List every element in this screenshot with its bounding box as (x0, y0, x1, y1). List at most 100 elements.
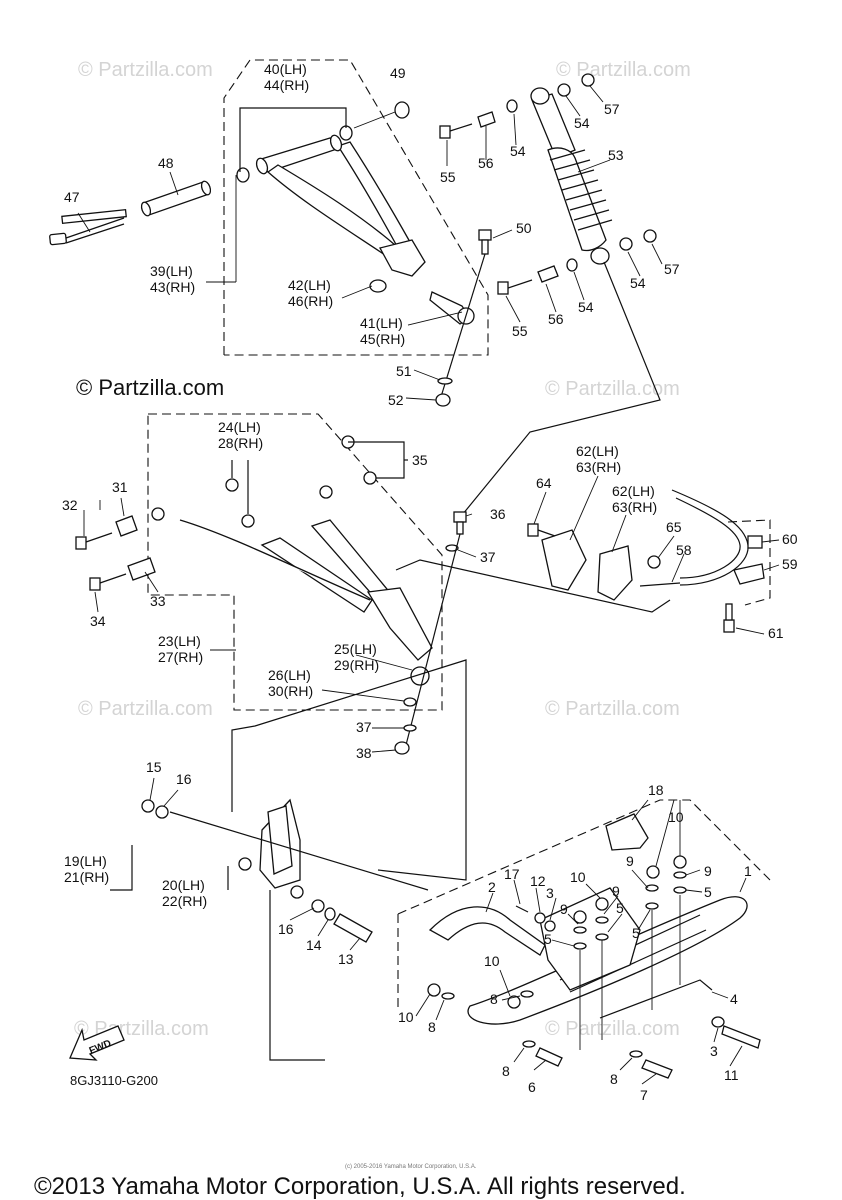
ski-saddle (539, 887, 641, 991)
fine-print: (c) 2005-2016 Yamaha Motor Corporation, … (345, 1164, 477, 1170)
callout-56-lower: 56 (548, 311, 564, 327)
collar-15 (141, 799, 155, 813)
bushing-20-22-a (238, 857, 252, 871)
washer-9-d (595, 916, 609, 924)
washer-9-a (645, 884, 659, 892)
callout-1: 1 (744, 863, 752, 879)
nut-49 (394, 101, 410, 119)
washer-5-d (595, 933, 609, 941)
callout-37-upper: 37 (480, 549, 496, 565)
callout-54-lower-left: 54 (578, 299, 594, 315)
callout-9-c: 9 (560, 901, 568, 917)
callout-15: 15 (146, 759, 162, 775)
callout-56-upper: 56 (478, 155, 494, 171)
callout-11: 11 (724, 1067, 739, 1083)
collar-14 (324, 907, 336, 921)
washer-5-c (573, 942, 587, 950)
lower-a-arm (179, 519, 433, 661)
callout-35: 35 (412, 452, 428, 468)
washer-16-lower (311, 899, 325, 913)
nut-10-a (646, 865, 660, 879)
callout-36: 36 (490, 506, 506, 522)
callout-2: 2 (488, 879, 496, 895)
copyright-notice: ©2013 Yamaha Motor Corporation, U.S.A. A… (34, 1173, 686, 1200)
callout-62-lh-a: 62(LH) (576, 443, 619, 459)
callout-31: 31 (112, 479, 128, 495)
washer-26-30 (403, 697, 417, 707)
washer-16-upper (155, 805, 169, 819)
callout-9-a: 9 (626, 853, 634, 869)
bushing-24-28-a (225, 478, 239, 492)
bracket-62-63-right (597, 545, 633, 601)
washer-8-c (522, 1040, 536, 1048)
callout-57-lower: 57 (664, 261, 680, 277)
shock-mount-line (457, 261, 661, 521)
callout-9-d: 9 (612, 883, 620, 899)
callout-59: 59 (782, 556, 798, 572)
washer-37-lower (403, 724, 417, 732)
washer-37-upper (445, 544, 459, 552)
bushing-35-b (363, 471, 377, 485)
ski-handle-2 (428, 906, 546, 956)
upper-a-arm (255, 134, 426, 277)
watermark-main: © Partzilla.com (76, 375, 224, 400)
washer-54-top (557, 83, 571, 97)
washer-51 (437, 377, 453, 385)
nut-10-e (507, 995, 521, 1009)
callout-54-upper: 54 (510, 143, 526, 159)
callout-26-lh: 26(LH) (268, 667, 311, 683)
callout-60: 60 (782, 531, 798, 547)
ski-group (397, 799, 771, 1079)
nut-52 (435, 393, 451, 407)
callout-19-lh: 19(LH) (64, 853, 107, 869)
stabilizer-group (395, 489, 771, 633)
bushing-40-44-left (236, 167, 250, 183)
callout-3-a: 3 (546, 885, 554, 901)
callout-62-lh-b: 62(LH) (612, 483, 655, 499)
callout-9-b: 9 (704, 863, 712, 879)
callout-61: 61 (768, 625, 784, 641)
nut-38 (394, 741, 410, 755)
nut-10-c (573, 910, 587, 924)
washer-8-b (441, 992, 455, 1000)
bolt-7 (641, 1059, 673, 1079)
sleeve-31 (115, 515, 138, 537)
bracket-59 (733, 563, 765, 585)
watermark-mid-right: © Partzilla.com (545, 378, 680, 400)
callout-28-rh: 28(RH) (218, 435, 263, 451)
callout-5-c: 5 (616, 900, 624, 916)
callout-29-rh: 29(RH) (334, 657, 379, 673)
callout-49: 49 (390, 65, 406, 81)
watermark-bottom-right: © Partzilla.com (545, 1018, 680, 1040)
bolt-55-upper (439, 123, 473, 139)
washer-8-d (629, 1050, 643, 1058)
callout-labels: 40(LH) 44(RH) 49 48 47 39(LH) 43(RH) 42(… (62, 61, 798, 1103)
callout-8-a: 8 (490, 991, 498, 1007)
collar-56-upper (477, 111, 496, 128)
damper-18 (605, 813, 649, 851)
washer-54-upper (506, 99, 518, 113)
callout-10-c: 10 (484, 953, 500, 969)
callout-27-rh: 27(RH) (158, 649, 203, 665)
collar-48 (140, 180, 212, 217)
callout-38: 38 (356, 745, 372, 761)
washer-8-a (520, 990, 534, 998)
callout-39-lh: 39(LH) (150, 263, 193, 279)
callout-25-lh: 25(LH) (334, 641, 377, 657)
callout-48: 48 (158, 155, 174, 171)
washer-54-lower (619, 237, 633, 251)
shock-absorber-group (439, 73, 661, 521)
watermark-top-right: © Partzilla.com (556, 59, 691, 81)
bushing-3-a (544, 920, 556, 932)
callout-55-upper: 55 (440, 169, 456, 185)
upper-arm-group (49, 59, 492, 407)
collar-12 (534, 912, 546, 924)
bolt-11 (721, 1025, 761, 1049)
callout-57-top: 57 (604, 101, 620, 117)
callout-14: 14 (306, 937, 322, 953)
bracket-dashed-boundary (727, 519, 771, 606)
callout-64: 64 (536, 475, 552, 491)
spindle-group (110, 659, 467, 1061)
